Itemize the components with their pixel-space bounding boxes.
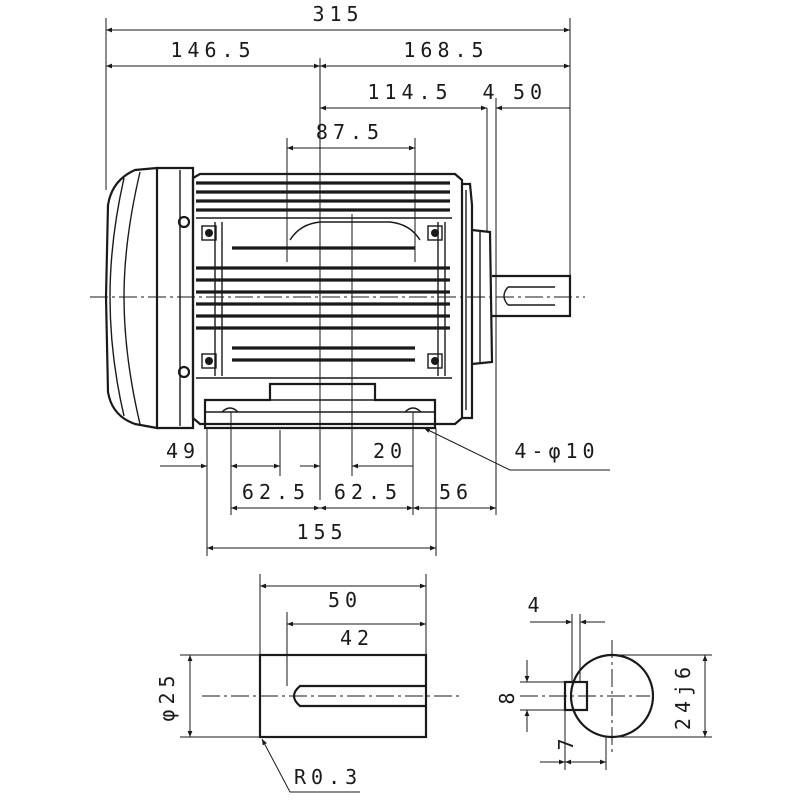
dim-key-width: 8 (495, 687, 519, 704)
dim-foot-half-left: 62.5 (242, 480, 310, 504)
dim-shaft-diameter: φ25 (155, 670, 179, 721)
dim-foot-half-right: 62.5 (334, 480, 402, 504)
dim-fan-side: 146.5 (170, 38, 255, 62)
motor-side-view: 315 146.5 168.5 114.5 4 50 87.5 49 20 4-… (90, 2, 610, 556)
dim-detail-shaft-length: 50 (328, 588, 362, 612)
dim-foot-to-flange: 56 (439, 480, 473, 504)
dim-foot-overhang: 49 (166, 439, 200, 463)
dim-overall-length: 315 (312, 2, 363, 26)
dim-flange-to-center: 114.5 (367, 80, 452, 104)
dim-shaft-fit: 24j6 (671, 662, 695, 730)
dim-key-depth: 4 (527, 593, 544, 617)
shaft-end (258, 653, 428, 739)
motor-frame (191, 172, 464, 426)
shaft-detail-view: 50 42 φ25 R0.3 (155, 574, 460, 793)
motor-extension-lines (105, 18, 571, 556)
dim-shaft-length: 50 (513, 80, 547, 104)
dim-foot-offset: 20 (373, 439, 407, 463)
dim-foot-total: 155 (296, 520, 347, 544)
shaft-keyway (292, 684, 426, 708)
fan-cover (104, 166, 195, 430)
dim-key-height: 7 (554, 733, 578, 750)
dim-foot-span: 87.5 (316, 120, 384, 144)
dim-mounting-holes: 4-φ10 (514, 439, 599, 463)
motor-dimension-lines (106, 27, 610, 551)
dim-keyway-length: 42 (340, 626, 374, 650)
motor-shaft (492, 274, 572, 318)
shaft-section-view: 4 8 7 24j6 (495, 593, 712, 770)
dim-shaft-gap: 4 (482, 80, 499, 104)
dim-corner-radius: R0.3 (294, 765, 362, 789)
end-bracket (462, 182, 494, 420)
dim-shaft-side: 168.5 (403, 38, 488, 62)
